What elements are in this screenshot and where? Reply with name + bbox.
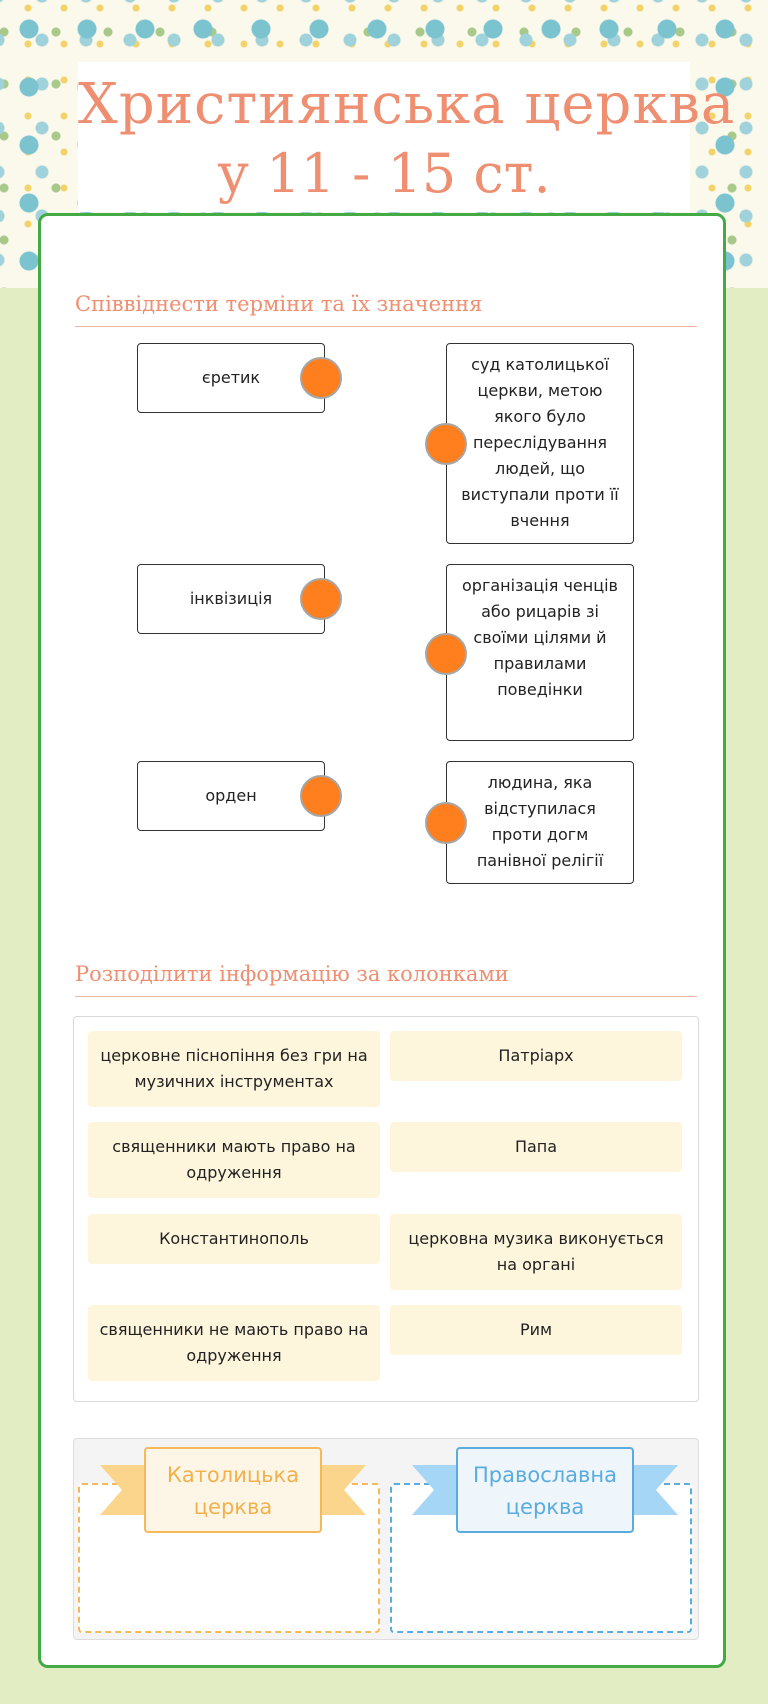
definition-card[interactable]: людина, яка відступилася проти догм пані… <box>446 761 634 884</box>
connector-dot[interactable] <box>300 578 342 620</box>
sorting-heading: Розподілити інформацію за колонками <box>75 962 697 997</box>
definition-label: людина, яка відступилася проти догм пані… <box>476 773 604 870</box>
term-label: єретик <box>201 368 261 387</box>
draggable-item[interactable]: Константинополь <box>88 1214 380 1264</box>
matching-heading: Співвіднести терміни та їх значення <box>75 292 697 327</box>
definition-card[interactable]: суд католицької церкви, метою якого було… <box>446 343 634 544</box>
draggable-item[interactable]: Папа <box>390 1122 682 1172</box>
draggable-item[interactable]: церковна музика виконується на органі <box>390 1214 682 1290</box>
draggable-item[interactable]: Рим <box>390 1305 682 1355</box>
draggable-item[interactable]: церковне піснопіння без гри на музичних … <box>88 1031 380 1107</box>
drop-columns-area: Католицька церква Православна церква <box>73 1438 699 1640</box>
worksheet-card: Співвіднести терміни та їх значення єрет… <box>38 213 726 1668</box>
connector-dot[interactable] <box>425 633 467 675</box>
term-card[interactable]: орден <box>137 761 325 831</box>
connector-dot[interactable] <box>300 775 342 817</box>
connector-dot[interactable] <box>425 423 467 465</box>
draggable-item[interactable]: священники не мають право на одруження <box>88 1305 380 1381</box>
term-card[interactable]: інквізиція <box>137 564 325 634</box>
connector-dot[interactable] <box>425 802 467 844</box>
definition-card[interactable]: організація ченців або рицарів зі своїми… <box>446 564 634 741</box>
draggable-item[interactable]: священники мають право на одруження <box>88 1122 380 1198</box>
ribbon-catholic <box>100 1465 366 1515</box>
sortable-items-area: церковне піснопіння без гри на музичних … <box>73 1016 699 1402</box>
column-header-orthodox: Православна церква <box>456 1447 634 1533</box>
column-header-catholic: Католицька церква <box>144 1447 322 1533</box>
term-label: інквізиція <box>189 589 273 608</box>
definition-label: організація ченців або рицарів зі своїми… <box>462 576 618 699</box>
ribbon-orthodox <box>412 1465 678 1515</box>
term-label: орден <box>205 786 257 805</box>
definition-label: суд католицької церкви, метою якого було… <box>461 355 619 530</box>
draggable-item[interactable]: Патріарх <box>390 1031 682 1081</box>
connector-dot[interactable] <box>300 357 342 399</box>
title-banner: Християнська церква у 11 - 15 ст. <box>78 62 736 212</box>
page-title-line2: у 11 - 15 ст. <box>217 142 551 205</box>
term-card[interactable]: єретик <box>137 343 325 413</box>
page-title-line1: Християнська церква <box>78 72 736 137</box>
